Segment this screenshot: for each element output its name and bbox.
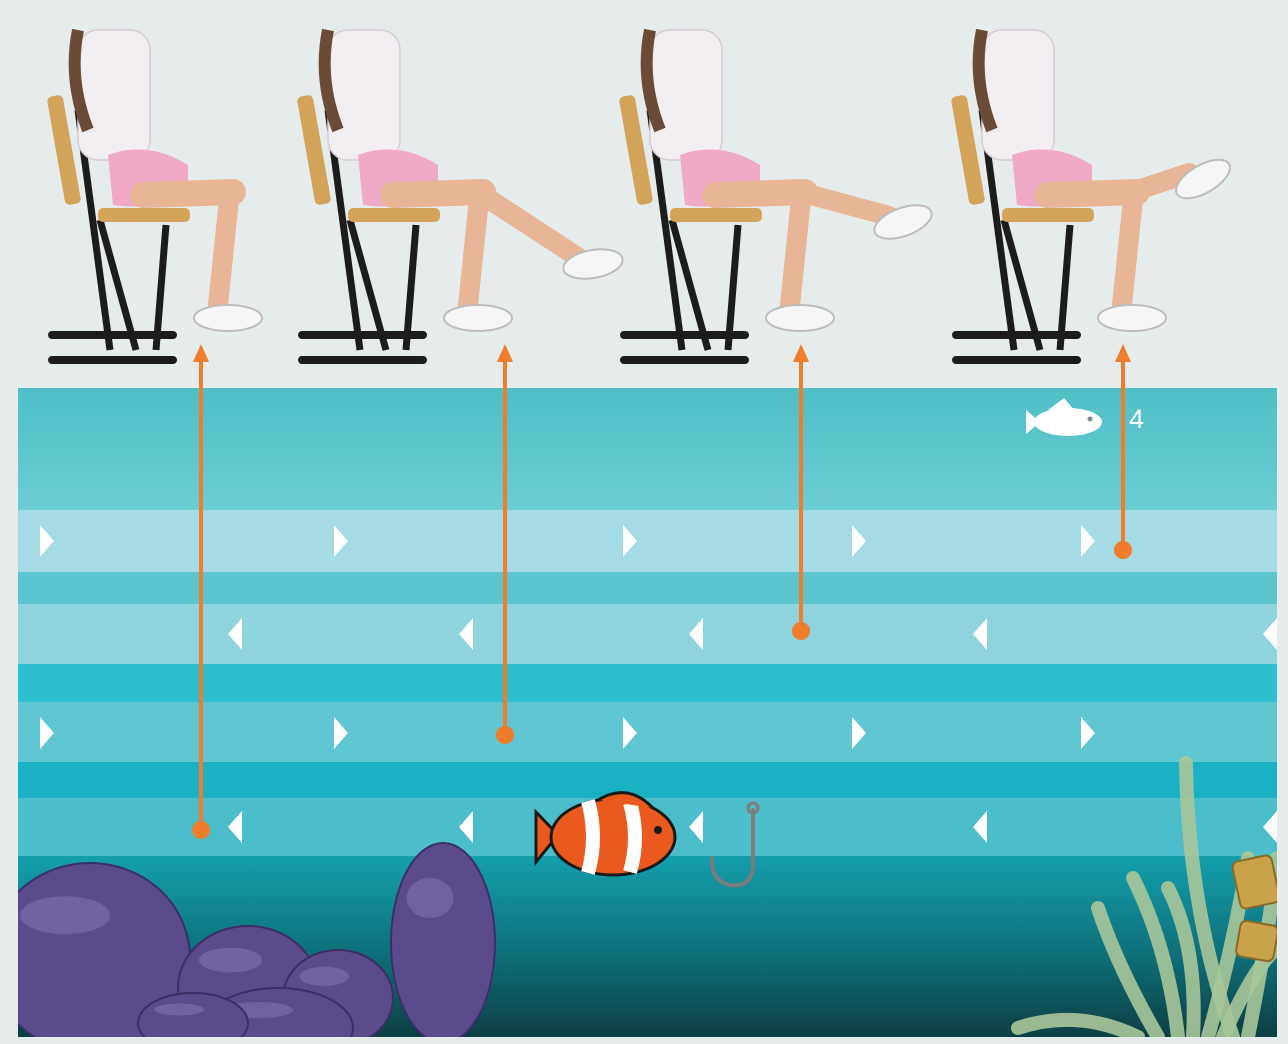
pose-to-lane-arrow [192, 344, 210, 839]
score-counter: 4 [1129, 404, 1144, 435]
pose-to-lane-arrow [792, 344, 810, 640]
arrow-dot [1114, 541, 1132, 559]
arrowhead-icon [497, 344, 513, 362]
arrow-dot [496, 726, 514, 744]
arrowhead-icon [1115, 344, 1131, 362]
arrowhead-icon [793, 344, 809, 362]
pose-to-lane-arrow [1114, 344, 1132, 559]
arrowhead-icon [193, 344, 209, 362]
arrow-dot [792, 622, 810, 640]
pose-to-lane-arrow [496, 344, 514, 744]
arrow-dot [192, 821, 210, 839]
